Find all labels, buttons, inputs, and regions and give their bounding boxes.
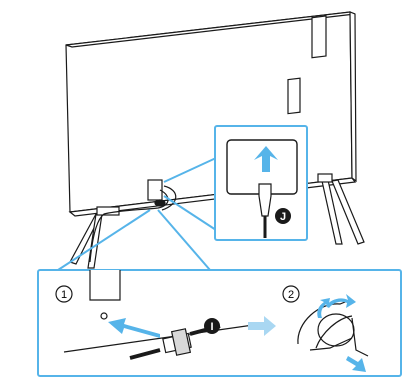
tv-rear-view xyxy=(65,11,357,217)
cable-path-1 xyxy=(89,189,169,263)
step-2-pull-arrow xyxy=(346,356,366,372)
step-1-arrow xyxy=(108,318,160,338)
callout-j-label: J xyxy=(280,211,286,223)
inset-plug-body xyxy=(258,183,272,217)
step-1-badge xyxy=(55,285,73,303)
cable-clip-tv xyxy=(154,199,166,207)
callout-line-right xyxy=(157,209,211,271)
callout-lines-top xyxy=(163,157,217,231)
inset-connector: J xyxy=(214,125,308,241)
cable-bundle xyxy=(89,185,177,263)
inset-bottom: 1 I 2 xyxy=(37,269,402,377)
callout-line-upper xyxy=(163,157,217,183)
callout-lines-bottom xyxy=(57,209,211,271)
step-2-rotate-arrow-left xyxy=(317,298,330,318)
callout-line-lower xyxy=(163,195,217,231)
step-transition-arrow xyxy=(248,316,276,336)
tv-right-edge xyxy=(349,11,357,183)
callout-i-label: I xyxy=(210,321,213,333)
stand-bracket-left xyxy=(96,206,120,216)
step-1-cable-tie xyxy=(129,324,221,360)
step-2-badge xyxy=(282,285,300,303)
step-2-rotate-arrow xyxy=(326,294,356,308)
stand-leg-right-front xyxy=(331,179,365,245)
step-1-bracket xyxy=(89,270,121,301)
tv-vent-2 xyxy=(287,77,301,115)
step-1-number: 1 xyxy=(61,289,67,301)
inset-arrow-up xyxy=(254,146,278,172)
step-1-hole xyxy=(100,312,108,320)
tv-vent-1 xyxy=(311,15,327,59)
stand-bracket-right xyxy=(317,173,333,183)
callout-i-marker xyxy=(204,318,220,334)
cable-path-2 xyxy=(161,185,177,211)
callout-j-marker xyxy=(275,208,291,224)
tv-stand xyxy=(69,173,365,269)
step-2-clamp xyxy=(297,299,369,357)
step-2-number: 2 xyxy=(288,289,294,301)
callout-line-left xyxy=(57,209,151,271)
tv-terminal-box xyxy=(147,179,163,201)
step-1-leg-line xyxy=(63,323,261,353)
